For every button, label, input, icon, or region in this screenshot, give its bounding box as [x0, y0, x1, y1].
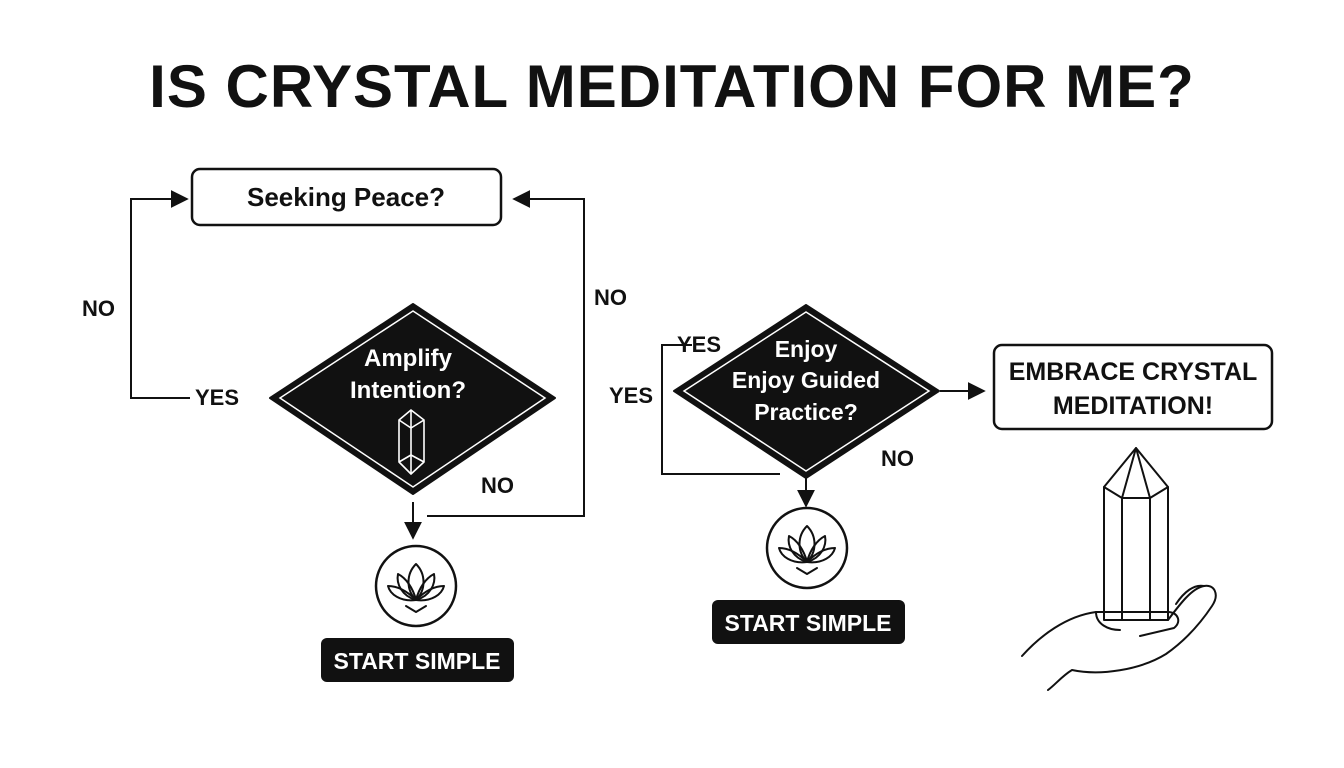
edge-label-yes-enjoy-left: YES: [609, 383, 653, 408]
enjoy-label-line2: Enjoy Guided: [732, 367, 880, 393]
embrace-label-line2: MEDITATION!: [1053, 392, 1213, 420]
edge-label-yes-enjoy-top: YES: [677, 332, 721, 357]
hand-holding-crystal-icon: [1021, 447, 1217, 691]
edge-no-top-right: [427, 190, 585, 517]
edge-label-no-top-right: NO: [594, 285, 627, 310]
enjoy-label-line1: Enjoy: [775, 336, 838, 362]
enjoy-guided-diamond: [673, 304, 940, 479]
amplify-label-line1: Amplify: [364, 345, 453, 372]
crystal-icon: [398, 409, 425, 475]
edge-label-no-enjoy-bottom: NO: [881, 446, 914, 471]
seeking-peace-label: Seeking Peace?: [247, 182, 445, 212]
enjoy-label-line3: Practice?: [754, 399, 858, 425]
embrace-label-line1: EMBRACE CRYSTAL: [1009, 358, 1258, 386]
edge-no-left: [130, 190, 190, 399]
edge-label-yes-left: YES: [195, 385, 239, 410]
enjoy-diamond-inner-border: [682, 311, 931, 472]
lotus-icon: [374, 544, 458, 628]
lotus-icon: [765, 506, 849, 590]
page-title: IS CRYSTAL MEDITATION FOR ME?: [149, 53, 1195, 120]
edge-yes-enjoy-left: [661, 344, 780, 475]
amplify-label-line2: Intention?: [350, 377, 466, 404]
amplify-diamond-inner-border: [278, 310, 547, 488]
start-simple-right-badge: [712, 600, 905, 644]
edge-label-no-amplify-bottom: NO: [481, 473, 514, 498]
start-simple-left-badge: [321, 638, 514, 682]
edge-label-no-left: NO: [82, 296, 115, 321]
seeking-peace-box: [190, 167, 503, 227]
start-simple-left-label: START SIMPLE: [334, 648, 501, 674]
start-simple-right-label: START SIMPLE: [725, 610, 892, 636]
amplify-intention-diamond: [269, 303, 556, 495]
embrace-box: [992, 343, 1274, 431]
